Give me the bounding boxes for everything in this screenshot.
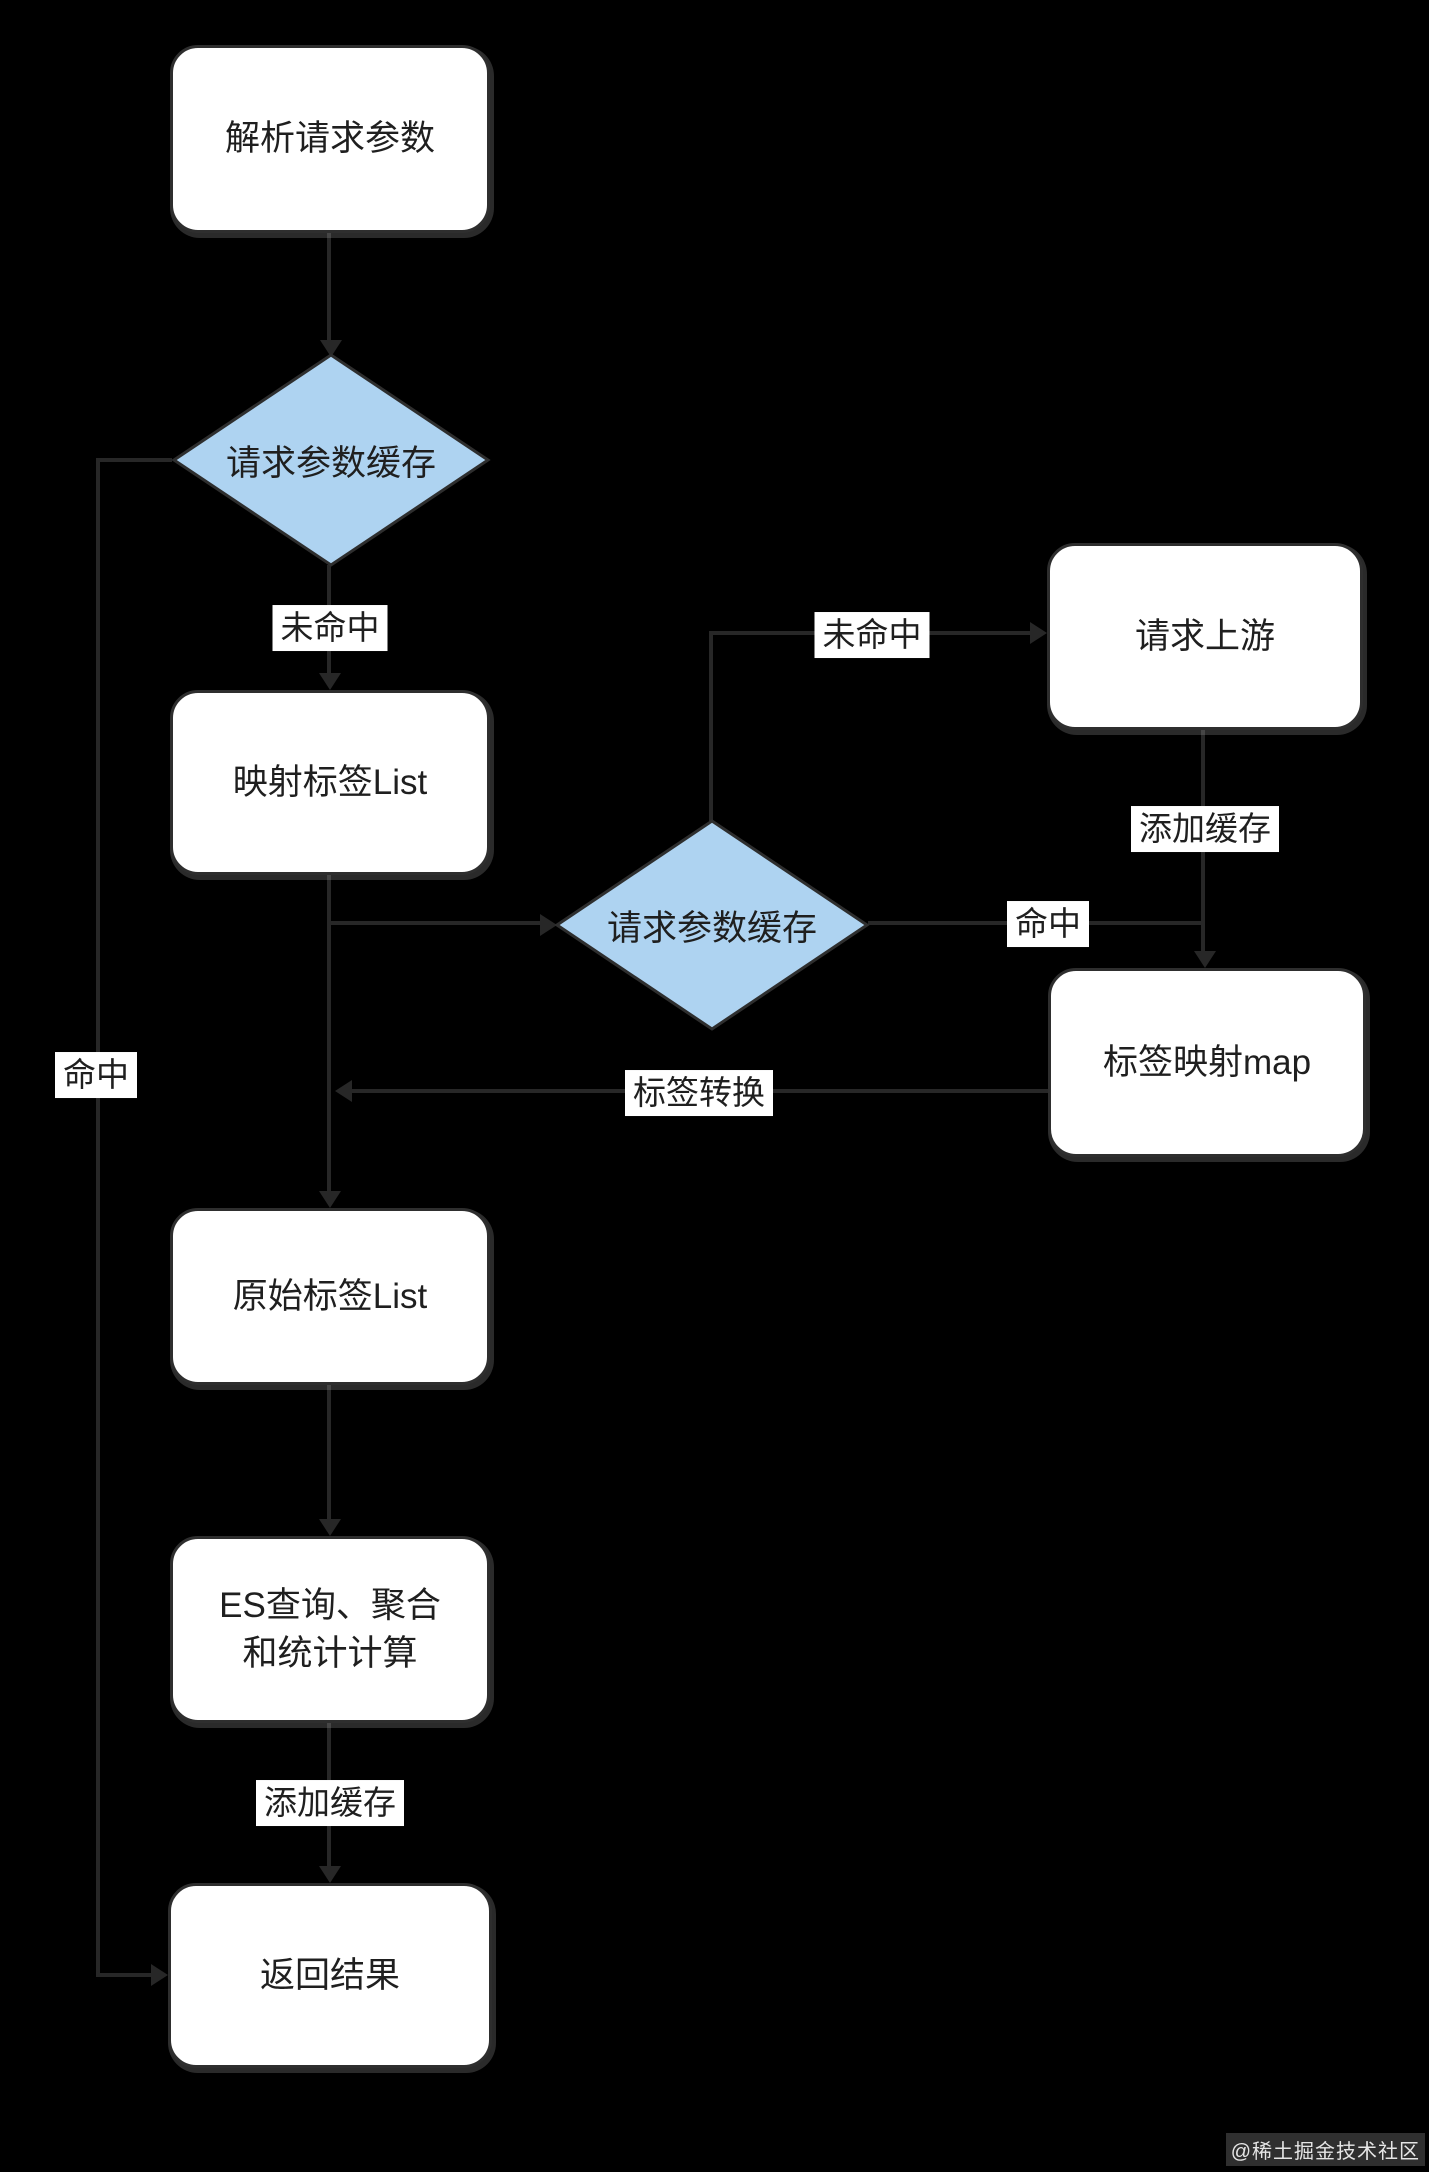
edge-label-miss-1: 未命中	[272, 605, 388, 651]
edge-label-miss-2: 未命中	[814, 612, 930, 658]
edge-originallist-to-es	[327, 1385, 331, 1519]
node-return-result-label: 返回结果	[259, 1955, 400, 1995]
decision-request-param-cache-2-label: 请求参数缓存	[606, 908, 817, 948]
node-parse-request-params-label: 解析请求参数	[224, 119, 435, 159]
arrowhead-into-originallist	[319, 1191, 341, 1208]
node-mapped-tag-list: 映射标签List	[170, 690, 490, 875]
edge-hitleft-horizontal-top	[96, 458, 172, 462]
arrowhead-into-result-left	[151, 1964, 168, 1986]
edge-decision2-up	[709, 631, 713, 821]
decision-diamond-shape-2	[554, 819, 870, 1031]
node-es-query: ES查询、聚合 和统计计算	[170, 1536, 490, 1723]
edge-label-add-cache-upstream: 添加缓存	[1131, 806, 1279, 852]
node-mapped-tag-list-label: 映射标签List	[232, 762, 428, 802]
edge-label-hit-right: 命中	[1007, 901, 1089, 947]
edge-parse-to-decision1	[327, 233, 331, 341]
edge-label-tag-convert: 标签转换	[625, 1070, 773, 1116]
node-es-query-label-line2: 和统计计算	[242, 1633, 418, 1673]
node-es-query-label: ES查询、聚合 和统计计算	[219, 1582, 441, 1677]
node-tag-mapping-map-label: 标签映射map	[1102, 1042, 1312, 1082]
node-original-tag-list: 原始标签List	[170, 1208, 490, 1385]
decision-request-param-cache-2: 请求参数缓存	[554, 818, 870, 1032]
edge-branch-to-decision2	[329, 921, 541, 925]
arrowhead-into-decision2	[540, 914, 557, 936]
decision-diamond-shape-1	[171, 353, 491, 567]
decision-request-param-cache-1-label: 请求参数缓存	[225, 443, 436, 483]
arrowhead-into-upstream	[1030, 622, 1047, 644]
node-parse-request-params: 解析请求参数	[170, 45, 490, 233]
edge-label-hit-left: 命中	[55, 1052, 137, 1098]
edge-mappedlist-down-column	[327, 875, 331, 1191]
decision-diamond-polygon-1	[171, 353, 491, 567]
arrowhead-into-decision1	[320, 340, 342, 357]
decision-request-param-cache-1: 请求参数缓存	[171, 352, 491, 568]
edge-hitleft-rail	[96, 458, 100, 1977]
node-es-query-label-line1: ES查询、聚合	[219, 1586, 441, 1626]
edge-label-add-cache-es: 添加缓存	[256, 1780, 404, 1826]
arrowhead-into-es	[319, 1519, 341, 1536]
arrowhead-into-mappedlist	[319, 673, 341, 690]
watermark: @稀土掘金技术社区	[1225, 2133, 1425, 2166]
decision-diamond-polygon-2	[554, 819, 870, 1031]
node-original-tag-list-label: 原始标签List	[232, 1276, 428, 1316]
node-request-upstream-label: 请求上游	[1134, 616, 1275, 656]
arrowhead-into-map	[1194, 951, 1216, 968]
node-return-result: 返回结果	[168, 1883, 492, 2068]
arrowhead-tagconvert	[335, 1080, 352, 1102]
node-request-upstream: 请求上游	[1047, 543, 1363, 730]
edge-hitleft-into-result	[96, 1973, 151, 1977]
arrowhead-into-result-top	[319, 1866, 341, 1883]
node-tag-mapping-map: 标签映射map	[1048, 968, 1366, 1157]
